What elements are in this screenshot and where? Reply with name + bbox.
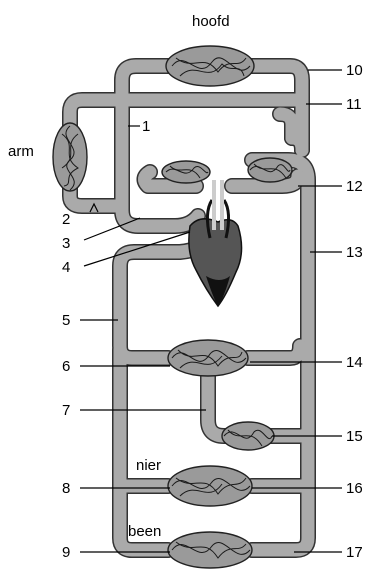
leg-capillaries [168, 532, 252, 568]
label-11: 11 [346, 96, 362, 113]
arm-capillaries [53, 123, 87, 191]
label-9: 9 [62, 544, 70, 561]
lung-left-capillaries [162, 161, 210, 183]
label-4: 4 [62, 259, 70, 276]
label-head: hoofd [192, 13, 230, 30]
label-15: 15 [346, 428, 363, 445]
label-leg: been [128, 523, 161, 540]
label-10: 10 [346, 62, 363, 79]
kidney-capillaries [168, 466, 252, 506]
label-14: 14 [346, 354, 363, 371]
head-capillaries [166, 46, 254, 86]
label-5: 5 [62, 312, 70, 329]
label-13: 13 [346, 244, 363, 261]
label-arm: arm [8, 143, 34, 160]
label-7: 7 [62, 402, 70, 419]
label-kidney: nier [136, 457, 161, 474]
label-3: 3 [62, 235, 70, 252]
label-8: 8 [62, 480, 70, 497]
label-2: 2 [62, 211, 70, 228]
label-1: 1 [142, 118, 150, 135]
label-12: 12 [346, 178, 363, 195]
label-6: 6 [62, 358, 70, 375]
lung-right-capillaries [248, 158, 292, 182]
liver-capillaries [222, 422, 274, 450]
heart [189, 180, 242, 306]
label-16: 16 [346, 480, 363, 497]
label-17: 17 [346, 544, 363, 561]
intestine-capillaries [168, 340, 248, 376]
